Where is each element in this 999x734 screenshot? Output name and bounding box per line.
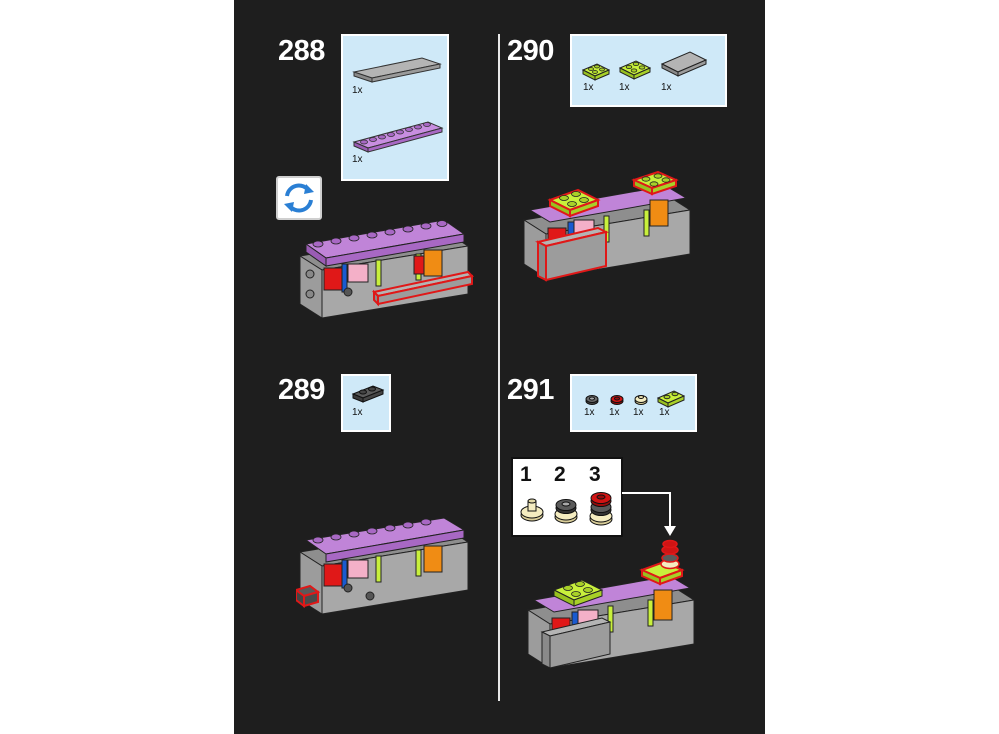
gray-tile-2x4-icon xyxy=(660,51,708,77)
model-step-291 xyxy=(526,539,696,669)
tan-round-plate-icon xyxy=(634,395,648,405)
part-qty: 1x xyxy=(633,407,644,418)
lavender-plate-1x8-icon xyxy=(352,121,444,153)
gray-tile-1x6-icon xyxy=(352,57,442,83)
part-qty: 1x xyxy=(584,407,595,418)
step-number-290: 290 xyxy=(507,35,554,67)
lime-plate-2x2-icon xyxy=(618,60,652,80)
part-qty: 1x xyxy=(352,407,363,418)
parts-callout-289: 1x xyxy=(341,374,391,432)
parts-callout-290: 1x 1x 1x xyxy=(570,34,727,107)
model-step-288 xyxy=(298,219,475,319)
part-qty: 1x xyxy=(659,407,670,418)
step-number-291: 291 xyxy=(507,374,554,406)
part-qty: 1x xyxy=(661,82,672,93)
part-qty: 1x xyxy=(583,82,594,93)
step-number-289: 289 xyxy=(278,374,325,406)
tan-round-plate-icon xyxy=(520,498,544,522)
model-step-289 xyxy=(296,518,470,615)
subassembly-step-1: 1 xyxy=(520,463,532,486)
parts-callout-291: 1x 1x 1x 1x xyxy=(570,374,697,432)
lime-plate-1x2-icon xyxy=(656,390,686,408)
dark-gray-plate-1x2-icon xyxy=(351,385,385,403)
stacked-round-plates-icon xyxy=(554,499,578,524)
subassembly-step-2: 2 xyxy=(554,463,566,486)
rotate-arrows-icon xyxy=(284,183,314,213)
column-divider xyxy=(498,34,500,701)
parts-callout-288: 1x 1x xyxy=(341,34,449,181)
subassembly-step-3: 3 xyxy=(589,463,601,486)
step-number-288: 288 xyxy=(278,35,325,67)
red-round-plate-icon xyxy=(610,395,624,405)
part-qty: 1x xyxy=(352,85,363,96)
lime-plate-2x2-icon xyxy=(581,63,611,81)
rotate-model-icon xyxy=(276,176,322,220)
part-qty: 1x xyxy=(352,154,363,165)
subassembly-box: 1 2 3 xyxy=(511,457,623,537)
stacked-round-plates-icon xyxy=(589,492,613,526)
part-qty: 1x xyxy=(609,407,620,418)
dark-round-plate-icon xyxy=(585,395,599,405)
attach-arrow-icon xyxy=(622,492,676,536)
model-step-290 xyxy=(522,170,692,282)
part-qty: 1x xyxy=(619,82,630,93)
